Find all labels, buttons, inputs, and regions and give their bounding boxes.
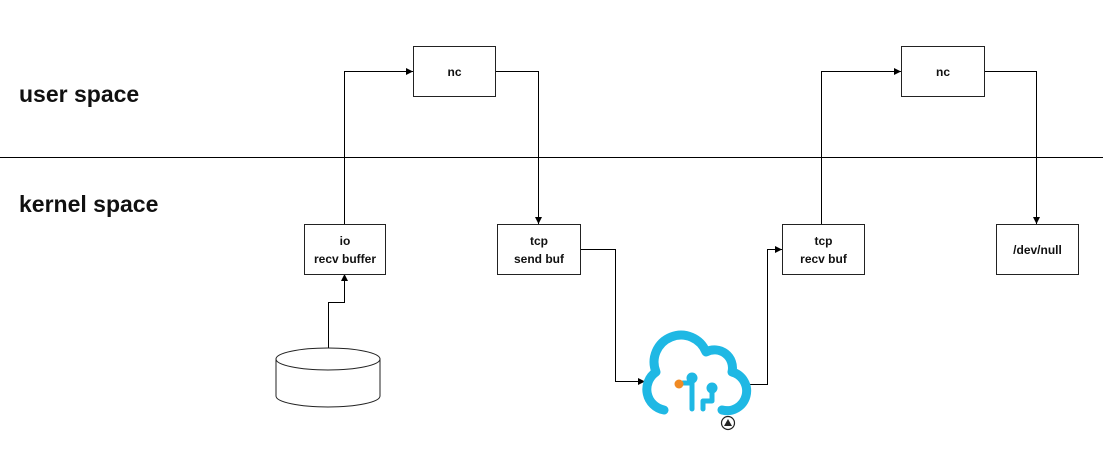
node-label-line: recv buf bbox=[800, 251, 847, 266]
node-label-line: recv buffer bbox=[313, 251, 377, 266]
network-cloud-icon bbox=[642, 330, 752, 416]
node-label-line: nc bbox=[447, 64, 462, 79]
dev-null-box: /dev/null bbox=[996, 224, 1079, 275]
nc-left-box: nc bbox=[413, 46, 496, 97]
tcp-send-buf-box: tcp send buf bbox=[497, 224, 581, 275]
kernel-space-label: kernel space bbox=[19, 191, 159, 217]
node-label-line: tcp bbox=[530, 233, 548, 248]
edge-tcp-recv-to-nc-right bbox=[821, 68, 901, 224]
node-label-line: tcp bbox=[814, 233, 833, 248]
disk-cylinder-icon bbox=[275, 347, 381, 408]
edge-cloud-to-tcp-recv bbox=[742, 246, 782, 385]
up-arrow-badge-icon bbox=[720, 415, 736, 431]
edge-disk-to-io bbox=[328, 274, 348, 348]
node-label-line: send buf bbox=[514, 251, 564, 266]
edge-tcp-send-to-cloud bbox=[580, 249, 645, 385]
user-space-label: user space bbox=[19, 81, 140, 107]
node-label-line: nc bbox=[935, 64, 950, 79]
node-label-line: /dev/null bbox=[1013, 242, 1062, 257]
edge-nc-left-to-tcp-send bbox=[496, 71, 542, 224]
node-label-line: io bbox=[339, 233, 351, 248]
edge-io-to-nc-left bbox=[344, 68, 413, 224]
edge-nc-right-to-dev-null bbox=[985, 71, 1040, 224]
io-recv-buffer-box: io recv buffer bbox=[304, 224, 386, 275]
nc-right-box: nc bbox=[901, 46, 985, 97]
tcp-recv-buf-box: tcp recv buf bbox=[782, 224, 865, 275]
